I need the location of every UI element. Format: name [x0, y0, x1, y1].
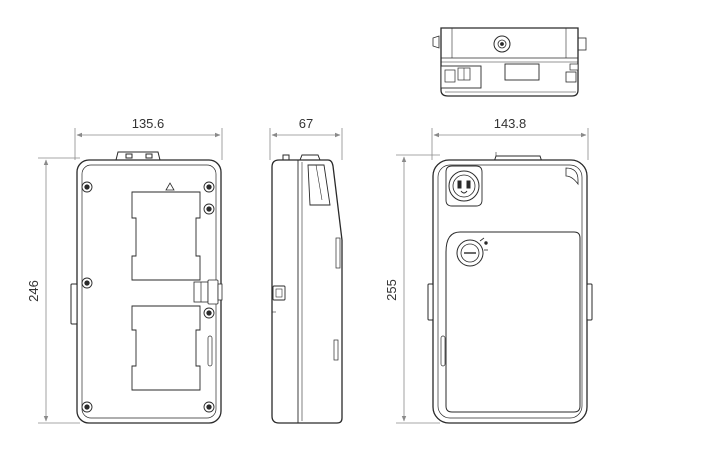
screws: [81, 181, 215, 413]
front-width-label: 143.8: [494, 116, 527, 131]
front-view: [427, 152, 593, 424]
back-height-label: 246: [26, 280, 41, 302]
dimension-lines: [38, 128, 589, 424]
back-view: [70, 151, 223, 424]
top-view: [432, 27, 587, 97]
side-view: [271, 154, 343, 424]
dimension-labels: 135.6 67 143.8 246 255: [26, 116, 526, 302]
back-width-label: 135.6: [132, 116, 165, 131]
front-height-label: 255: [384, 279, 399, 301]
side-depth-label: 67: [299, 116, 313, 131]
